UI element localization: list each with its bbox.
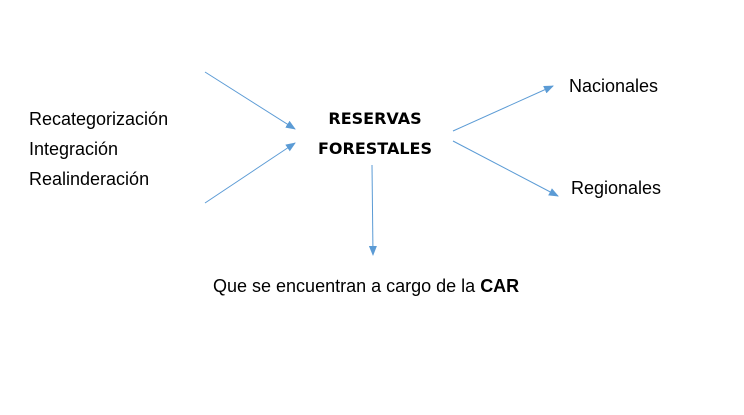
bottom-statement-emphasis: CAR <box>480 276 520 296</box>
arrow-bottom-left-to-center <box>204 142 296 204</box>
regionales-label: Regionales <box>571 178 662 198</box>
left-item-integracion: Integración <box>29 139 119 159</box>
nacionales-label: Nacionales <box>569 76 659 96</box>
arrow-top-left-to-center <box>204 71 296 130</box>
center-node: RESERVAS FORESTALES <box>305 104 445 164</box>
left-items-list: Recategorización Integración Realinderac… <box>29 104 168 194</box>
arrow-center-to-bottom <box>368 164 377 256</box>
center-title-line1: RESERVAS <box>328 109 422 128</box>
left-item-recategorizacion: Recategorización <box>29 109 169 129</box>
arrow-center-to-regionales <box>452 140 559 197</box>
bottom-statement-prefix: Que se encuentran a cargo de la <box>213 276 481 296</box>
bottom-statement: Que se encuentran a cargo de la CAR <box>213 276 519 297</box>
arrow-center-to-nacionales <box>452 85 554 132</box>
left-item-realinderacion: Realinderación <box>29 169 150 189</box>
center-title-line2: FORESTALES <box>317 139 432 158</box>
